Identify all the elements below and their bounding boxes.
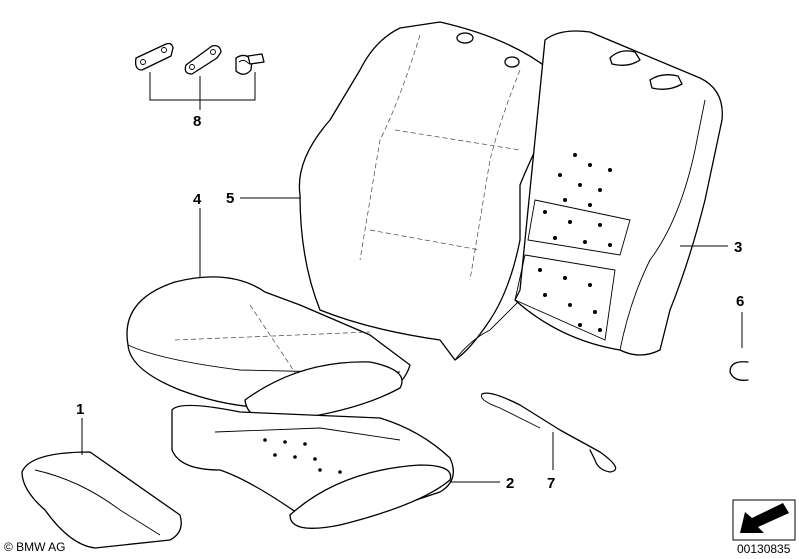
callout-6: 6 [736,293,744,310]
callout-7: 7 [547,475,555,492]
part-3-backrest-cover [514,30,723,356]
seat-cover-holes [263,438,342,474]
part-6-clip [729,361,749,381]
callout-2: 2 [506,475,514,492]
part-8-hardware [134,42,265,75]
part-5-backrest-foam [298,21,559,361]
copyright-text: © BMW AG [4,540,66,554]
part-7-wire [480,392,617,473]
arrow-icon [732,499,796,541]
cover-holes [538,153,612,332]
callout-3: 3 [734,239,742,256]
callout-5: 5 [226,190,234,207]
part-1-bolster-pad [21,451,182,549]
callout-8: 8 [193,113,201,130]
part-2-seat-cover [171,404,454,529]
callout-1: 1 [76,401,84,418]
leader-8 [149,72,256,110]
callout-4: 4 [193,191,202,208]
diagram-number: 00130835 [737,542,791,556]
